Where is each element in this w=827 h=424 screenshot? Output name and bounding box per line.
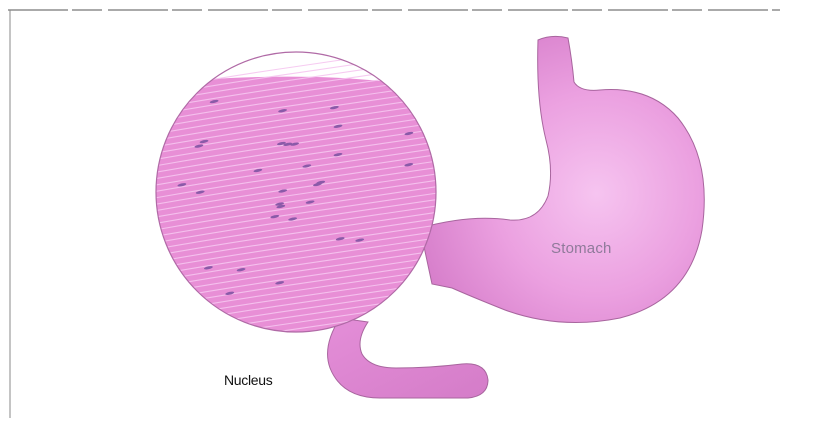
- stomach-label: Stomach: [551, 240, 612, 257]
- cell-nucleus: [185, 290, 194, 295]
- stomach-shape: [420, 36, 704, 322]
- cell-nucleus: [185, 301, 194, 306]
- magnified-tissue: [150, 44, 450, 378]
- nucleus-label: Nucleus: [224, 372, 272, 388]
- cell-nucleus: [400, 311, 409, 316]
- cell-nucleus: [208, 314, 217, 319]
- duodenum-shape: [328, 318, 488, 398]
